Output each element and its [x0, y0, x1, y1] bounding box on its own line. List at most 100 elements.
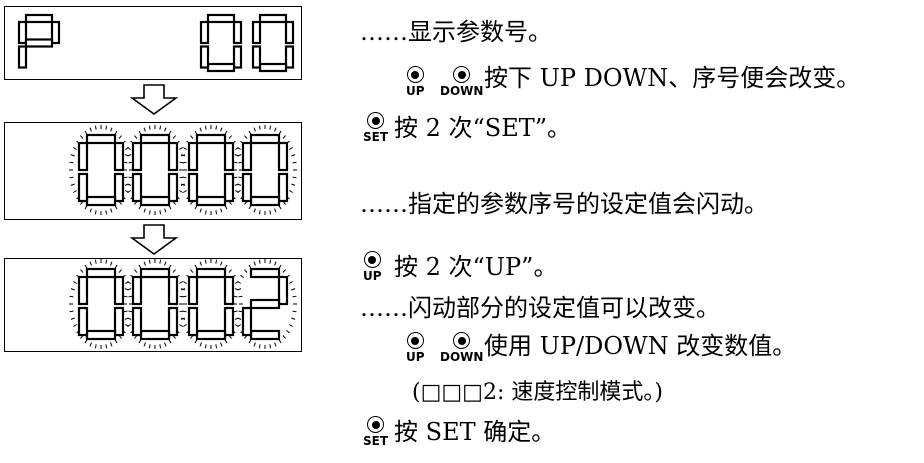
digit-0 [187, 133, 235, 207]
segment-f [131, 141, 143, 172]
blink-indicator [69, 259, 133, 349]
segment-b [232, 20, 243, 45]
segment-d [206, 62, 236, 73]
segment-f [187, 141, 199, 172]
digit-0 [187, 267, 235, 341]
segment-e [187, 306, 199, 337]
set-button-icon [367, 112, 385, 129]
segment-d [139, 195, 171, 207]
segment-b [284, 20, 295, 45]
segment-g [24, 38, 54, 48]
segment-e [131, 172, 143, 203]
segment-a [249, 267, 281, 279]
down-button[interactable]: DOWN [440, 66, 483, 97]
segment-d [85, 329, 117, 341]
segment-a [195, 267, 227, 279]
segment-g [249, 298, 281, 310]
up-button-label: UP [406, 84, 425, 98]
down-arrow-icon [130, 84, 178, 115]
segment-b [277, 275, 289, 306]
down-button-icon [453, 332, 471, 349]
segment-e [17, 45, 28, 69]
segment-b [277, 141, 289, 172]
segment-f [187, 275, 199, 306]
segment-d [139, 329, 171, 341]
segment-a [249, 133, 281, 145]
segment-f [199, 20, 210, 45]
seven-segment-display [69, 125, 297, 215]
digit-0 [131, 133, 179, 207]
set-button-label: SET [363, 130, 389, 144]
up-button-label: UP [363, 269, 382, 283]
segment-c [113, 172, 125, 203]
seven-segment-display [17, 13, 295, 73]
step-confirm-set: 按 SET 确定。 [394, 418, 556, 446]
segment-b [113, 141, 125, 172]
display-panel-changed-value [4, 258, 302, 352]
segment-a [258, 13, 288, 24]
segment-f [77, 141, 89, 172]
segment-a [139, 133, 171, 145]
segment-b [223, 275, 235, 306]
up-button[interactable]: UP [406, 332, 425, 363]
segment-c [167, 172, 179, 203]
segment-d [195, 329, 227, 341]
segment-a [139, 267, 171, 279]
digit-0 [131, 267, 179, 341]
up-button-icon [363, 251, 381, 268]
blink-indicator [233, 125, 297, 215]
down-button[interactable]: DOWN [440, 332, 483, 363]
blink-indicator [123, 125, 187, 215]
segment-b [167, 141, 179, 172]
digit-0 [77, 133, 125, 207]
digit-0 [241, 133, 289, 207]
up-button-icon [406, 332, 424, 349]
up-button[interactable]: UP [363, 251, 382, 282]
segment-c [223, 306, 235, 337]
down-arrow-icon [130, 224, 178, 255]
blink-indicator [123, 259, 187, 349]
segment-e [187, 172, 199, 203]
step-change-value: 使用 UP/DOWN 改变数值。 [484, 332, 797, 360]
blink-indicator [179, 125, 243, 215]
segment-d [85, 195, 117, 207]
segment-c [277, 172, 289, 203]
blink-indicator [69, 125, 133, 215]
digit-2 [241, 267, 289, 341]
blink-indicator [233, 259, 297, 349]
step-show-param: ……显示参数号。 [360, 18, 552, 46]
segment-f [77, 275, 89, 306]
segment-c [167, 306, 179, 337]
segment-e [241, 306, 253, 337]
segment-a [85, 133, 117, 145]
segment-e [251, 45, 262, 69]
segment-b [223, 141, 235, 172]
segment-a [85, 267, 117, 279]
segment-f [17, 20, 28, 45]
segment-b [50, 20, 61, 45]
set-button[interactable]: SET [363, 112, 388, 143]
segment-c [113, 306, 125, 337]
seven-segment-display [69, 259, 297, 349]
down-button-icon [453, 66, 471, 83]
step-mode-note: (□□□2: 速度控制模式。) [412, 380, 663, 405]
segment-f [251, 20, 262, 45]
segment-d [249, 329, 281, 341]
segment-b [113, 275, 125, 306]
up-button[interactable]: UP [406, 66, 425, 97]
step-value-editable: ……闪动部分的设定值可以改变。 [360, 294, 720, 322]
segment-e [131, 306, 143, 337]
blink-indicator [179, 259, 243, 349]
segment-e [199, 45, 210, 69]
digit-0 [77, 267, 125, 341]
step-press-set-twice: 按 2 次“SET”。 [394, 114, 572, 142]
segment-c [284, 45, 295, 69]
step-press-up-twice: 按 2 次“UP”。 [394, 253, 558, 281]
up-button-icon [406, 66, 424, 83]
segment-a [195, 133, 227, 145]
segment-d [195, 195, 227, 207]
set-button[interactable]: SET [363, 416, 388, 447]
set-button-label: SET [363, 434, 389, 448]
digit-p [17, 13, 61, 69]
up-button-label: UP [406, 350, 425, 364]
